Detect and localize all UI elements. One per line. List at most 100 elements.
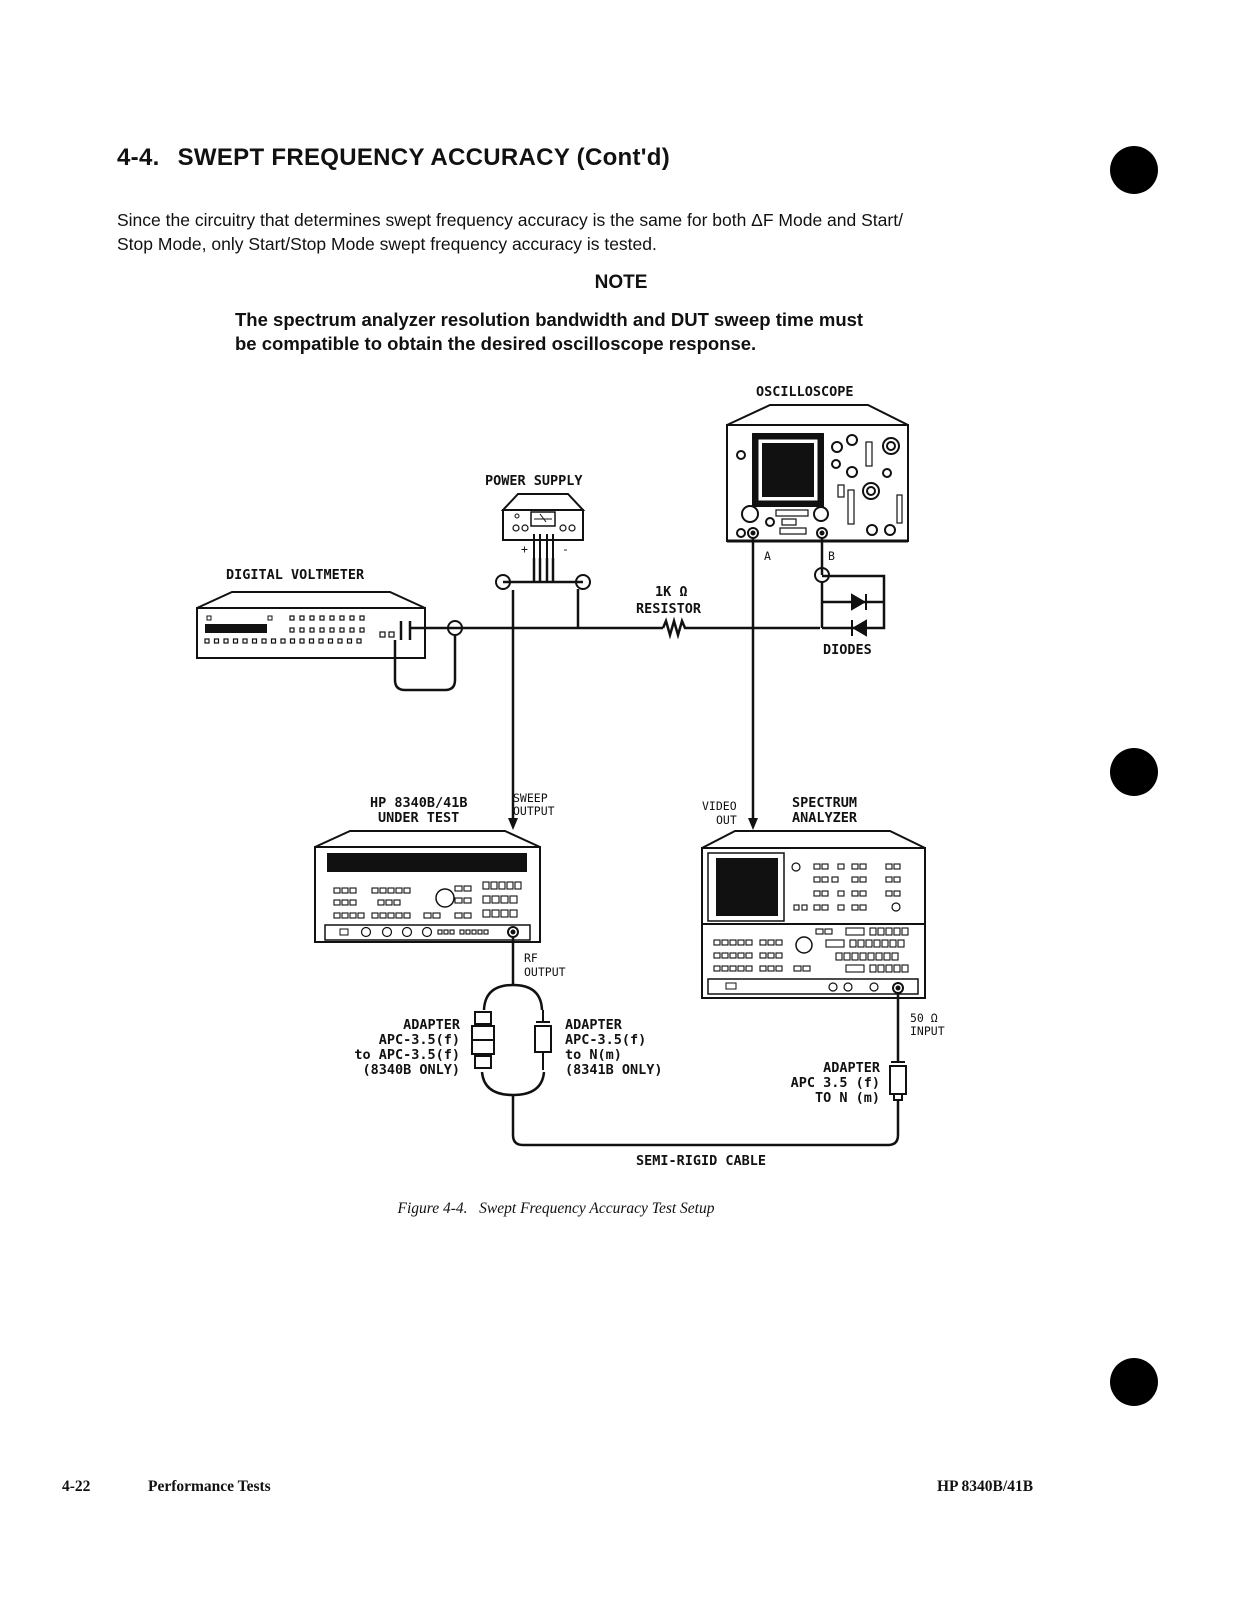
- instrument-key: [802, 965, 811, 972]
- instrument-key: [885, 876, 893, 883]
- instrument-key: [901, 964, 909, 973]
- instrument-key: [491, 909, 500, 918]
- instrument-key: [825, 939, 845, 948]
- instrument-key: [482, 881, 490, 890]
- instrument-key: [423, 912, 432, 919]
- instrument-key: [745, 952, 753, 959]
- note-line-1: The spectrum analyzer resolution bandwid…: [235, 309, 864, 330]
- instrument-key: [388, 631, 395, 638]
- minus-terminal-label: -: [562, 542, 569, 556]
- instrument-key: [333, 899, 341, 906]
- instrument-key: [891, 952, 899, 961]
- instrument-key: [319, 627, 325, 633]
- adapter-mid-line-1: ADAPTER: [565, 1017, 623, 1033]
- instrument-key: [349, 627, 355, 633]
- note-text: The spectrum analyzer resolution bandwid…: [235, 308, 935, 356]
- adapter-right-line-1: ADAPTER: [823, 1060, 881, 1076]
- note-label: NOTE: [594, 272, 648, 293]
- section-number: 4-4.: [117, 144, 160, 171]
- adapter-mid-line-3: to N(m): [565, 1047, 622, 1063]
- instrument-key: [859, 952, 867, 961]
- instrument-key: [232, 638, 239, 644]
- body-paragraph: Since the circuitry that determines swep…: [117, 208, 1077, 256]
- instrument-key: [509, 895, 518, 904]
- instrument-key: [821, 876, 829, 883]
- instrument-key: [393, 899, 401, 906]
- instrument-key: [213, 638, 220, 644]
- instrument-key: [463, 912, 472, 919]
- instrument-key: [843, 952, 851, 961]
- instrument-key: [813, 904, 821, 911]
- instrument-key: [885, 890, 893, 897]
- instrument-key: [837, 863, 845, 870]
- instrument-key: [837, 890, 845, 897]
- instrument-key: [359, 627, 365, 633]
- instrument-key: [482, 909, 491, 918]
- footer-page-number: 4-22: [62, 1478, 91, 1495]
- instrument-key: [721, 965, 729, 972]
- instrument-key: [893, 876, 901, 883]
- instrument-key: [349, 899, 357, 906]
- instrument-key: [318, 638, 324, 644]
- instrument-key: [759, 939, 767, 946]
- instrument-key: [471, 929, 477, 935]
- instrument-key: [857, 939, 865, 948]
- instrument-key: [873, 939, 881, 948]
- registration-dot-top: [1110, 146, 1158, 194]
- registration-dot-middle: [1110, 748, 1158, 796]
- instrument-key: [339, 627, 345, 633]
- rf-output-line-2: OUTPUT: [524, 965, 566, 979]
- instrument-key: [333, 887, 341, 894]
- plus-terminal-label: +: [521, 542, 528, 556]
- instrument-key: [897, 939, 905, 948]
- rf-output-line-1: RF: [524, 951, 538, 965]
- instrument-key: [385, 899, 393, 906]
- instrument-key: [759, 952, 767, 959]
- note-line-2: be compatible to obtain the desired osci…: [235, 333, 757, 354]
- instrument-key: [821, 863, 829, 870]
- instrument-key: [477, 929, 483, 935]
- instrument-key: [813, 890, 821, 897]
- input-label-line-2: INPUT: [910, 1024, 945, 1038]
- instrument-key: [289, 627, 295, 633]
- instrument-key: [349, 615, 355, 621]
- instrument-key: [498, 881, 506, 890]
- resistor-value-label: 1K Ω: [655, 584, 688, 600]
- instrument-key: [403, 887, 411, 894]
- spectrum-analyzer-line-1: SPECTRUM: [792, 795, 857, 811]
- instrument-key: [713, 952, 721, 959]
- resistor-label: RESISTOR: [636, 601, 702, 617]
- instrument-key: [223, 638, 229, 644]
- instrument-key: [395, 912, 403, 919]
- instrument-key: [377, 899, 385, 906]
- instrument-key: [859, 863, 867, 870]
- dvm-button-row: [204, 615, 395, 644]
- instrument-key: [509, 909, 518, 918]
- instrument-key: [793, 904, 800, 911]
- instrument-key: [346, 638, 353, 644]
- digital-voltmeter-device: [196, 591, 426, 659]
- instrument-key: [851, 863, 859, 870]
- instrument-key: [885, 964, 893, 973]
- body-line-1: Since the circuitry that determines swep…: [117, 210, 903, 230]
- instrument-key: [500, 895, 509, 904]
- instrument-key: [745, 939, 753, 946]
- instrument-key: [449, 929, 455, 935]
- channel-b-label: B: [828, 549, 835, 563]
- instrument-key: [877, 927, 885, 936]
- instrument-key: [901, 927, 909, 936]
- instrument-key: [379, 887, 387, 894]
- instrument-key: [443, 929, 449, 935]
- instrument-key: [893, 890, 901, 897]
- adapter-left-line-4: (8340B ONLY): [362, 1062, 460, 1078]
- spectrum-analyzer-device: [701, 830, 926, 999]
- adapter-mid-line-4: (8341B ONLY): [565, 1062, 663, 1078]
- instrument-key: [869, 927, 877, 936]
- instrument-key: [729, 952, 737, 959]
- instrument-key: [893, 964, 901, 973]
- instrument-key: [379, 631, 386, 638]
- instrument-key: [837, 904, 845, 911]
- instrument-key: [319, 615, 325, 621]
- oscilloscope-label: OSCILLOSCOPE: [756, 384, 854, 400]
